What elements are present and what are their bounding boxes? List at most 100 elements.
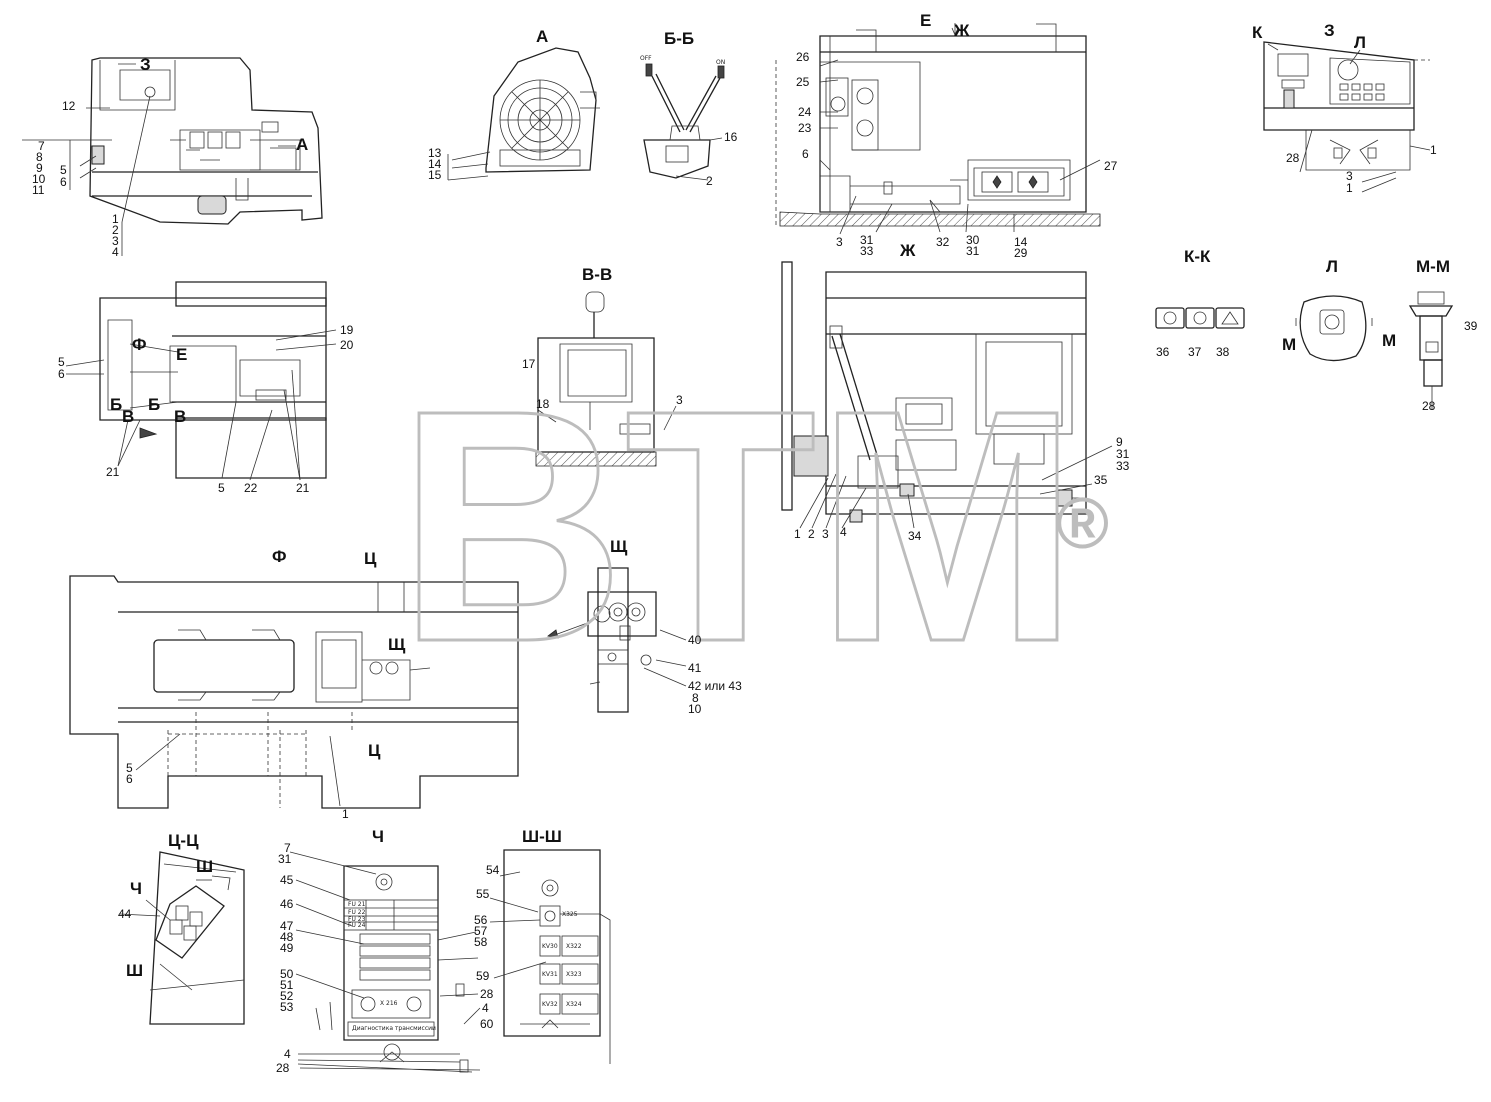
- view-title-zh: Ж: [900, 241, 916, 260]
- section-mark-ts-top: Ц: [364, 549, 377, 568]
- callout: 21: [296, 481, 310, 495]
- callout: 35: [1094, 473, 1108, 487]
- connector-label: X325: [562, 911, 578, 918]
- callout: 3: [1346, 169, 1353, 183]
- callout: 28: [1422, 399, 1436, 413]
- view-title-vv: В-В: [582, 265, 613, 284]
- callout: 3: [112, 234, 119, 248]
- callout: 58: [474, 935, 488, 949]
- callout: 29: [1014, 246, 1028, 260]
- tractor-plan-view: [65, 281, 337, 481]
- callout: 44: [118, 907, 132, 921]
- callout: 51: [280, 978, 294, 992]
- callout: 33: [860, 244, 874, 258]
- callout: 19: [340, 323, 354, 337]
- callout: 14: [1014, 235, 1028, 249]
- callout: 1: [794, 527, 801, 541]
- view-title-kk: К-К: [1184, 247, 1211, 266]
- callout: 21: [106, 465, 120, 479]
- view-pointer-z: З: [140, 55, 151, 74]
- callout: 55: [476, 887, 490, 901]
- view-title-bb: Б-Б: [664, 29, 695, 48]
- callout: 45: [280, 873, 294, 887]
- callout: 6: [60, 175, 67, 189]
- fuse-label: FU 21: [348, 901, 366, 908]
- view-pointer-a: А: [296, 135, 309, 154]
- callout: 59: [476, 969, 490, 983]
- callout: 27: [1104, 159, 1118, 173]
- callout: 20: [340, 338, 354, 352]
- callout: 8: [692, 691, 699, 705]
- view-title-k: К: [1252, 23, 1263, 42]
- callout: 39: [1464, 319, 1478, 333]
- view-pointer-ch: Ч: [130, 879, 142, 898]
- callout: 48: [280, 930, 294, 944]
- callout: 10: [688, 702, 702, 716]
- view-pointer-e: Е: [176, 345, 188, 364]
- callout: 4: [284, 1047, 291, 1061]
- view-ch-drawing: [289, 851, 481, 1073]
- callout: 7: [38, 139, 45, 153]
- tractor-side-view: [22, 57, 323, 256]
- callout: 8: [36, 150, 43, 164]
- callout: 23: [798, 121, 812, 135]
- callout: 16: [724, 130, 738, 144]
- view-shsh-drawing: [489, 849, 611, 1064]
- view-tsts-drawing: [119, 851, 245, 1025]
- section-mark-sh-bottom: Ш: [126, 961, 144, 980]
- connector-label: X323: [566, 971, 582, 978]
- callout: 53: [280, 1000, 294, 1014]
- view-title-a: А: [536, 27, 549, 46]
- connector-label: X322: [566, 943, 582, 950]
- callout: 42 или 43: [688, 679, 742, 693]
- view-title-tsts: Ц-Ц: [168, 831, 199, 850]
- view-pointer-l: Л: [1354, 33, 1366, 52]
- relay-label: KV31: [542, 971, 558, 978]
- view-pointer-b2: Б: [148, 395, 161, 414]
- callout: 18: [536, 397, 550, 411]
- view-bb-drawing: [643, 63, 725, 181]
- relay-label: KV30: [542, 943, 558, 950]
- callout: 47: [280, 919, 294, 933]
- callout: 5: [60, 163, 67, 177]
- view-title-shsh: Ш-Ш: [522, 827, 562, 846]
- callout: 2: [706, 174, 713, 188]
- section-mark-sh-top: Ш: [196, 857, 214, 876]
- callout: 12: [62, 99, 76, 113]
- socket-label: X 216: [380, 1000, 398, 1007]
- view-pointer-v2: В: [174, 407, 187, 426]
- callout: 13: [428, 146, 442, 160]
- callout: 54: [486, 863, 500, 877]
- callout: 1: [1430, 143, 1437, 157]
- callout: 10: [32, 172, 46, 186]
- callout: 2: [808, 527, 815, 541]
- callout: 30: [966, 233, 980, 247]
- callout: 56: [474, 913, 488, 927]
- callout: 24: [798, 105, 812, 119]
- view-title-z: З: [1324, 21, 1335, 40]
- callout: 41: [688, 661, 702, 675]
- switch-on-label: ON: [716, 59, 726, 66]
- view-l-drawing: [1295, 295, 1373, 362]
- view-pointer-shch: Щ: [388, 635, 406, 654]
- callout: 28: [276, 1061, 290, 1075]
- callout: 22: [244, 481, 258, 495]
- view-mm-drawing: [1408, 291, 1454, 410]
- callout: 25: [796, 75, 810, 89]
- view-title-mm: М-М: [1416, 257, 1450, 276]
- view-kk-drawing: [1155, 307, 1245, 329]
- callout: 14: [428, 157, 442, 171]
- view-pointer-v1: В: [122, 407, 135, 426]
- fuse-label: FU 24: [348, 922, 366, 929]
- callout: 31: [860, 233, 874, 247]
- callout: 32: [936, 235, 950, 249]
- callout: 3: [822, 527, 829, 541]
- view-f-drawing: [69, 575, 519, 809]
- connector-label: X324: [566, 1001, 582, 1008]
- relay-label: KV32: [542, 1001, 558, 1008]
- callout: 2: [112, 223, 119, 237]
- view-pointer-b1: Б: [110, 395, 123, 414]
- fuse-label: FU 22: [348, 909, 366, 916]
